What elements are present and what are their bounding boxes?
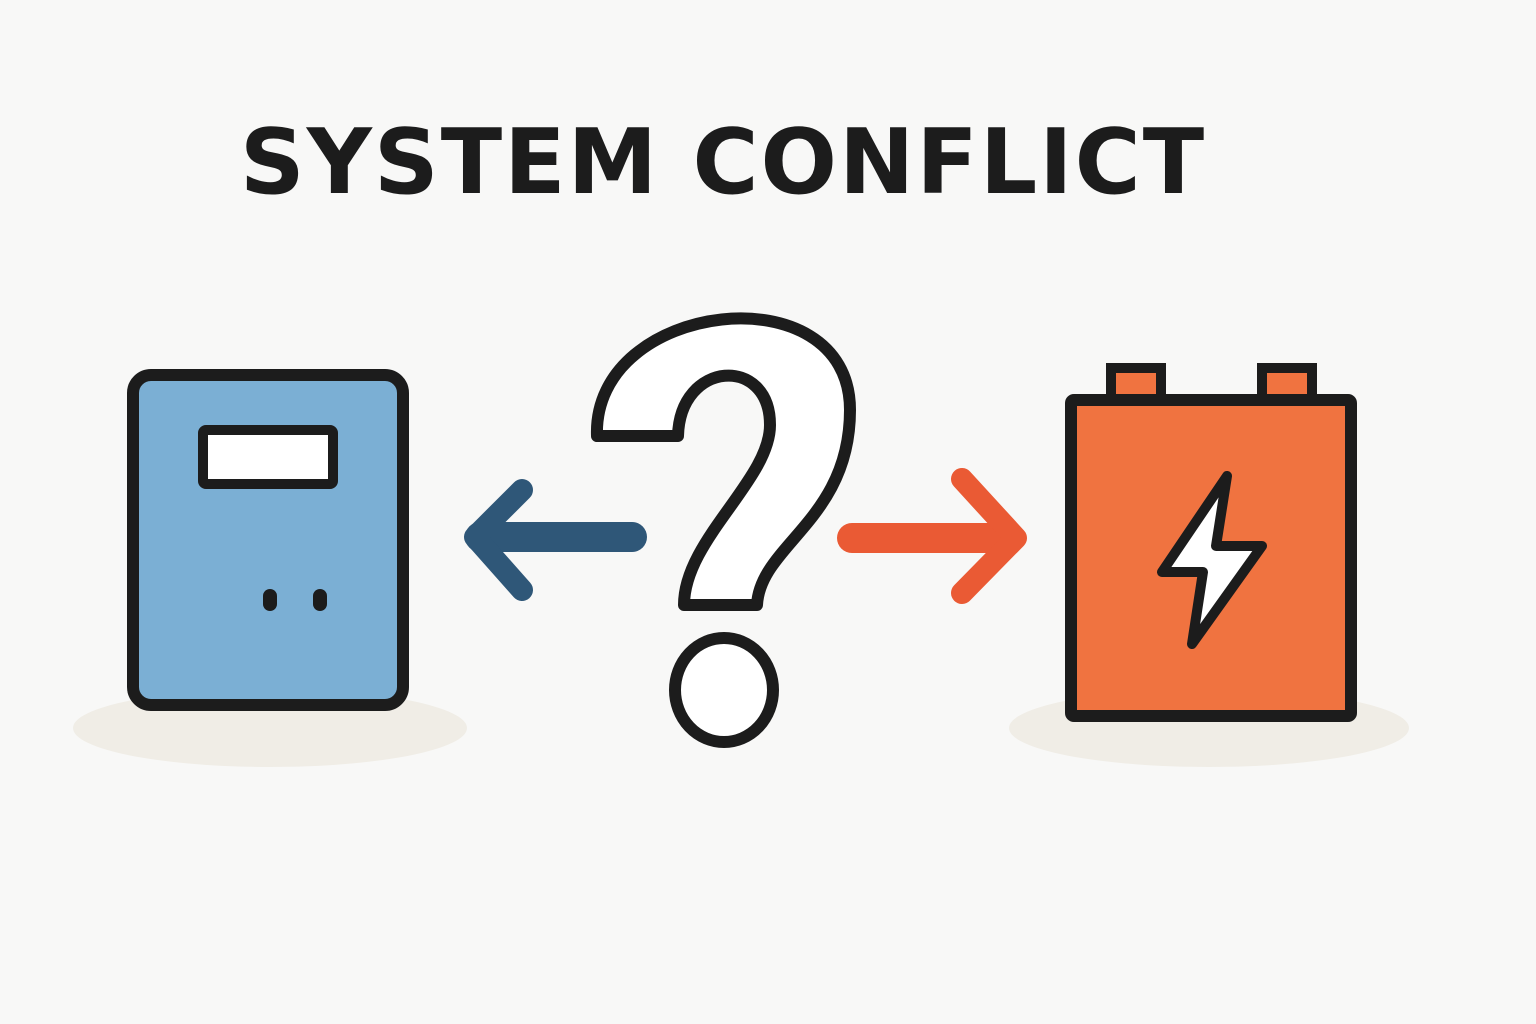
question-mark-hook <box>590 312 856 611</box>
page-title: SYSTEM CONFLICT <box>239 110 1207 215</box>
lightning-bolt-icon <box>1157 471 1267 649</box>
left-arrow-head <box>464 479 533 601</box>
inverter-display <box>198 425 338 489</box>
battery-icon <box>1009 363 1409 767</box>
left-arrow-icon <box>464 479 647 601</box>
inverter-indicator-right <box>313 589 327 611</box>
right-arrow-head <box>951 468 1027 604</box>
question-mark-dot <box>669 632 779 748</box>
right-arrow-icon <box>837 468 1027 604</box>
inverter-device-icon <box>73 369 467 767</box>
inverter-body <box>127 369 409 711</box>
inverter-indicator-left <box>263 589 277 611</box>
question-mark-icon <box>590 312 856 748</box>
